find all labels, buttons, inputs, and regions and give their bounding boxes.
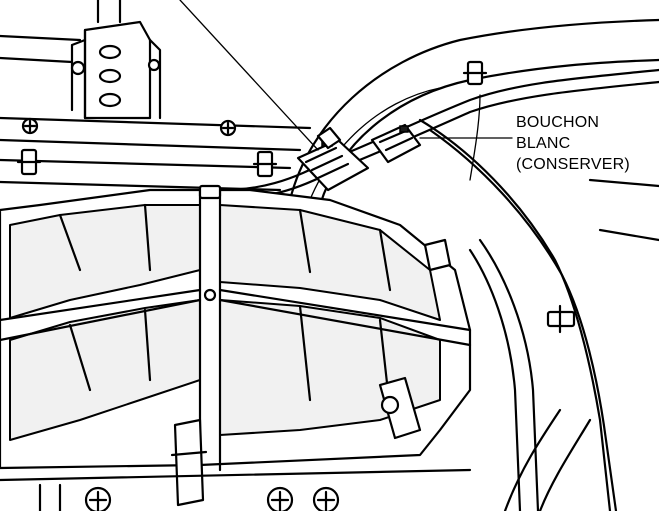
screw-icon [219,119,237,137]
cable-tie [252,150,278,178]
callout-line-3: (CONSERVER) [516,156,630,173]
screw-icon [266,486,294,511]
wire-harness [198,68,659,511]
cable-tie [16,148,42,176]
screw-icon [21,117,39,135]
housing-clamp [170,238,452,507]
leader-line [179,0,319,151]
screw-icon [84,486,112,511]
coolant-hose [468,178,659,511]
callout-label: BOUCHON BLANC (CONSERVER) [516,112,656,175]
wiring-connector [296,126,370,192]
bottom-edge [0,468,472,511]
screw-icon [312,486,340,511]
air-box [0,184,472,472]
mounting-bracket [70,0,162,120]
white-plug [370,123,422,164]
callout-line-1: BOUCHON [516,114,600,131]
cable-tie [546,304,576,334]
callout-line-2: BLANC [516,135,571,152]
cable-tie [462,60,488,86]
